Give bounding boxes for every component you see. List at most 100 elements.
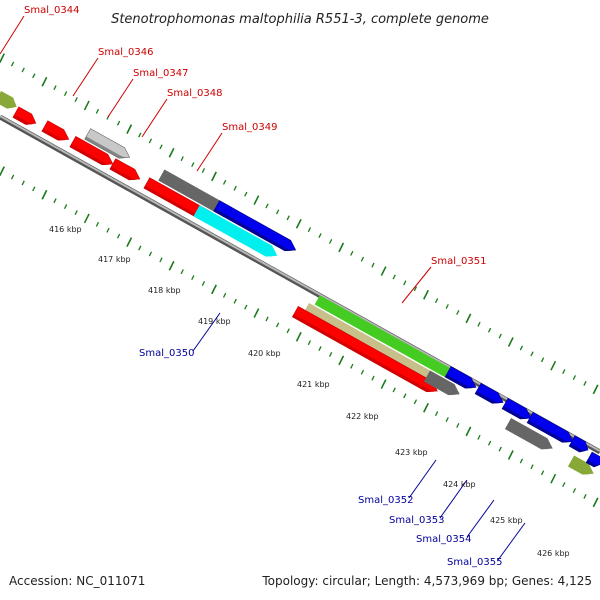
gene-arrow bbox=[444, 366, 477, 389]
inner-tick-mark bbox=[413, 399, 418, 405]
gene-arrow-smal-0350-cyan bbox=[193, 205, 278, 257]
genome-summary-text: Topology: circular; Length: 4,573,969 bp… bbox=[262, 574, 592, 588]
inner-tick-mark bbox=[63, 204, 68, 210]
gene-label[interactable]: Smal_0351 bbox=[431, 256, 486, 267]
inner-tick-mark bbox=[592, 497, 599, 508]
gene-label[interactable]: Smal_0354 bbox=[416, 534, 471, 545]
outer-tick-mark bbox=[465, 313, 472, 324]
inner-tick-mark bbox=[380, 379, 387, 389]
inner-tick-mark bbox=[328, 352, 333, 357]
outer-tick-mark bbox=[253, 195, 260, 205]
outer-tick-mark bbox=[487, 327, 492, 333]
gene-label[interactable]: Smal_0346 bbox=[98, 47, 153, 58]
inner-tick-mark bbox=[168, 260, 175, 271]
inner-tick-mark bbox=[32, 186, 36, 192]
outer-tick-mark bbox=[180, 156, 184, 162]
leader-line bbox=[401, 266, 432, 304]
gene-arrow-smal-0354 bbox=[504, 418, 553, 450]
label-leader-lines bbox=[0, 15, 526, 561]
gene-labels: Smal_0344Smal_0346Smal_0347Smal_0348Smal… bbox=[24, 5, 502, 568]
gene-label[interactable]: Smal_0353 bbox=[389, 515, 444, 526]
outer-tick-mark bbox=[233, 185, 237, 191]
inner-tick-mark bbox=[148, 251, 153, 257]
leader-line bbox=[141, 98, 168, 138]
kbp-label: 417 kbp bbox=[98, 255, 131, 264]
inner-tick-mark bbox=[244, 304, 248, 310]
outer-tick-mark bbox=[507, 337, 514, 347]
outer-tick-mark bbox=[201, 168, 206, 173]
inner-tick-mark bbox=[434, 411, 439, 417]
inner-tick-mark bbox=[423, 402, 429, 413]
inner-tick-mark bbox=[275, 322, 280, 328]
kbp-label: 420 kbp bbox=[248, 349, 281, 358]
inner-tick-mark bbox=[519, 458, 524, 464]
outer-tick-mark bbox=[53, 85, 57, 91]
outer-tick-mark bbox=[592, 384, 599, 395]
kbp-label: 426 kbp bbox=[537, 549, 570, 558]
inner-tick-mark bbox=[498, 446, 502, 452]
outer-tick-mark bbox=[168, 147, 175, 158]
gene-label[interactable]: Smal_0344 bbox=[24, 5, 79, 16]
inner-tick-mark bbox=[191, 275, 195, 281]
outer-tick-mark bbox=[583, 380, 587, 386]
outer-tick-mark bbox=[350, 250, 354, 256]
gene-arrow-smal-0350 bbox=[213, 200, 297, 252]
gene-arrow-smal-0352 bbox=[423, 370, 460, 396]
outer-tick-mark bbox=[265, 203, 269, 209]
leader-line bbox=[196, 132, 223, 172]
kbp-label: 419 kbp bbox=[198, 317, 231, 326]
outer-tick-mark bbox=[392, 274, 396, 280]
outer-tick-mark bbox=[540, 357, 545, 363]
inner-tick-mark bbox=[487, 440, 492, 446]
gene-label[interactable]: Smal_0348 bbox=[167, 88, 222, 99]
kbp-label: 423 kbp bbox=[395, 448, 428, 457]
gene-arrow bbox=[585, 451, 600, 468]
outer-tick-mark bbox=[338, 242, 345, 253]
inner-tick-mark bbox=[507, 450, 514, 460]
genome-backbone-highlight bbox=[0, 115, 600, 452]
inner-tick-mark bbox=[392, 387, 396, 393]
outer-tick-mark bbox=[222, 179, 227, 185]
inner-tick-mark bbox=[350, 363, 354, 369]
kbp-label: 421 kbp bbox=[297, 380, 330, 389]
gene-label[interactable]: Smal_0349 bbox=[222, 122, 277, 133]
outer-tick-mark bbox=[550, 360, 557, 371]
outer-tick-mark bbox=[307, 227, 312, 233]
inner-tick-mark bbox=[265, 316, 269, 322]
gene-label[interactable]: Smal_0350 bbox=[139, 348, 194, 359]
inner-tick-mark bbox=[477, 434, 481, 440]
outer-tick-mark bbox=[275, 209, 280, 215]
inner-tick-mark bbox=[74, 210, 78, 215]
inner-tick-ring bbox=[0, 166, 599, 508]
outer-tick-mark bbox=[95, 108, 100, 114]
outer-tick-mark bbox=[41, 76, 48, 87]
leader-line bbox=[107, 78, 134, 118]
outer-tick-mark bbox=[191, 162, 195, 168]
inner-tick-mark bbox=[295, 331, 302, 342]
outer-tick-mark bbox=[445, 304, 449, 309]
gene-arrow bbox=[12, 106, 37, 125]
gene-arrow-smal-0353 bbox=[474, 382, 504, 404]
outer-tick-mark bbox=[562, 369, 566, 375]
inner-tick-mark bbox=[233, 298, 237, 304]
outer-tick-mark bbox=[318, 233, 322, 239]
gene-label[interactable]: Smal_0352 bbox=[358, 495, 413, 506]
gene-label[interactable]: Smal_0355 bbox=[447, 557, 502, 568]
gene-label[interactable]: Smal_0347 bbox=[133, 68, 188, 79]
leader-line bbox=[192, 312, 221, 352]
inner-tick-mark bbox=[253, 308, 260, 318]
inner-tick-mark bbox=[180, 269, 184, 275]
inner-tick-mark bbox=[138, 245, 142, 251]
inner-tick-mark bbox=[403, 393, 407, 399]
inner-tick-mark bbox=[572, 488, 577, 493]
inner-tick-mark bbox=[456, 423, 460, 428]
outer-tick-mark bbox=[498, 333, 502, 339]
inner-tick-mark bbox=[286, 328, 290, 334]
outer-tick-mark bbox=[244, 191, 248, 197]
outer-tick-mark bbox=[456, 310, 460, 315]
inner-tick-mark bbox=[106, 227, 110, 233]
outer-tick-mark bbox=[116, 120, 121, 126]
outer-tick-mark bbox=[138, 132, 142, 138]
